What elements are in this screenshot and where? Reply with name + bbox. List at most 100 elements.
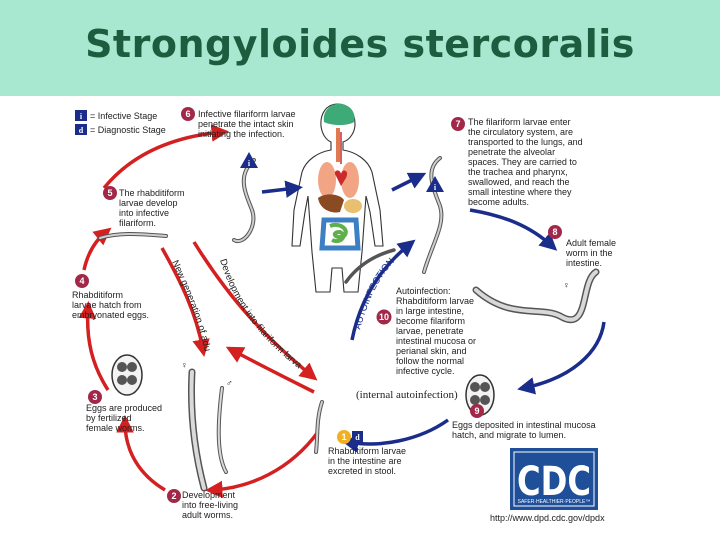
egg-cluster-9 — [465, 374, 495, 416]
legend: i = Infective Stage d = Diagnostic Stage — [75, 110, 166, 135]
infective-stage-icon-7 — [426, 176, 444, 192]
step-badge-8-icon — [548, 225, 562, 239]
step-badges: 6 7 5 8 4 10 3 9 1 d 2 — [75, 107, 562, 503]
arrow-8-to-9 — [517, 321, 606, 395]
cdc-logo-frame — [513, 451, 595, 507]
rhabditiform-larva-10 — [344, 248, 396, 284]
small-intestine-icon — [329, 223, 348, 243]
step-4-text: Rhabditiform larvae hatch from embryonat… — [72, 290, 149, 320]
dpdx-url-link[interactable]: http://www.dpd.cdc.gov/dpdx — [490, 513, 605, 523]
arrow-new-generation — [160, 247, 210, 357]
egg-cell-3b — [127, 362, 137, 372]
worms — [98, 156, 600, 492]
infective-stage-mark-7: i — [434, 183, 437, 192]
slide-title: Strongyloides stercoralis — [85, 22, 635, 66]
free-living-female-worm-inner — [189, 370, 206, 490]
step-badge-9: 9 — [474, 406, 479, 416]
arrow-7-to-8 — [469, 208, 558, 251]
arrow-body-to-7 — [391, 172, 427, 192]
step-badge-2: 2 — [171, 491, 176, 501]
liver-icon — [318, 194, 344, 213]
step-badge-7: 7 — [455, 119, 460, 129]
diagnostic-stage-legend: = Diagnostic Stage — [90, 125, 166, 135]
infective-stage-markers: i i — [240, 152, 444, 192]
free-living-male-worm-inner — [217, 387, 227, 473]
step-badge-5-icon — [103, 186, 117, 200]
cdc-logo-text: CDC — [517, 459, 591, 505]
parasitic-cycle-arrows — [261, 172, 606, 453]
arrow-9-to-1 — [341, 418, 450, 453]
step-6-text: Infective filariform larvae penetrate th… — [198, 109, 298, 139]
egg-cell-9a — [470, 382, 480, 392]
infective-stage-symbol-icon — [75, 110, 87, 121]
step-badge-7-icon — [451, 117, 465, 131]
arrow-development-filariform — [192, 241, 318, 381]
large-intestine-icon — [319, 217, 361, 251]
egg-cell-3a — [117, 362, 127, 372]
egg-cluster-3 — [111, 354, 143, 396]
infective-stage-mark-6: i — [248, 159, 251, 168]
step-badge-2-icon — [167, 489, 181, 503]
step-badge-3-icon — [88, 390, 102, 404]
egg-cell-3d — [127, 375, 137, 385]
internal-autoinfection-annotation: (internal autoinfection) — [356, 389, 458, 401]
step-badge-10: 10 — [379, 312, 389, 322]
step-badge-9-icon — [470, 404, 484, 418]
step-5-text: The rhabditiform larvae develop into inf… — [119, 188, 187, 228]
diagnostic-stage-symbol: d — [79, 126, 84, 135]
egg-cell-9b — [480, 382, 490, 392]
arrow-2-to-3 — [116, 415, 166, 492]
male-symbol: ♂ — [226, 378, 233, 388]
step-badge-6: 6 — [185, 109, 190, 119]
title-bar: Strongyloides stercoralis — [0, 0, 720, 96]
human-figure — [291, 103, 384, 293]
infective-stage-icon-6 — [240, 152, 258, 168]
filariform-larva-6-inner — [233, 159, 255, 243]
arrow-4-to-5 — [82, 227, 112, 271]
rhabditiform-larva-5-inner — [99, 233, 167, 239]
egg-shell-3 — [111, 354, 143, 396]
free-living-cycle-arrows — [78, 124, 320, 499]
egg-cell-3c — [117, 375, 127, 385]
step-badge-8: 8 — [552, 227, 557, 237]
arrow-6-to-body — [261, 180, 303, 198]
arrow-1-to-2 — [205, 430, 320, 499]
step-9-text: Eggs deposited in intestinal mucosa hatc… — [452, 420, 598, 440]
arrow-autoinfection — [350, 239, 416, 341]
step-badge-10-icon — [376, 309, 392, 325]
female-symbol: ♀ — [181, 360, 188, 370]
infective-stage-symbol: i — [80, 112, 83, 121]
cdc-logo-background — [510, 448, 598, 510]
step-badge-6-icon — [181, 107, 195, 121]
brain-icon — [323, 103, 355, 125]
left-lung-icon — [318, 162, 336, 198]
arrow-5-to-6 — [102, 124, 229, 190]
diagnostic-stage-mark-1: d — [355, 433, 360, 442]
step-7-text: The filariform larvae enter the circulat… — [468, 117, 585, 207]
cdc-logo: CDC SAFER·HEALTHIER·PEOPLE™ — [510, 448, 598, 510]
step-badge-1: 1 — [341, 432, 346, 442]
step-badge-5: 5 — [107, 188, 112, 198]
egg-cell-9c — [470, 395, 480, 405]
step-badge-4: 4 — [79, 276, 84, 286]
life-cycle-diagram: i = Infective Stage d = Diagnostic Stage — [0, 96, 619, 523]
step-3-text: Eggs are produced by fertilized female w… — [86, 403, 165, 433]
trachea-icon — [336, 128, 340, 162]
infective-stage-legend: = Infective Stage — [90, 111, 157, 121]
diagnostic-stage-symbol-icon — [75, 124, 87, 135]
step-8-text: Adult female worm in the intestine. — [565, 238, 619, 268]
step-badge-4-icon — [75, 274, 89, 288]
rhabditiform-larva-1-inner — [315, 401, 323, 453]
female-symbol-8: ♀ — [563, 280, 570, 290]
adult-female-worm-8-inner — [474, 270, 598, 322]
stomach-icon — [344, 199, 362, 213]
cdc-logo-tagline: SAFER·HEALTHIER·PEOPLE™ — [518, 499, 591, 505]
step-badge-3: 3 — [92, 392, 97, 402]
diagnostic-stage-icon-1 — [352, 431, 363, 442]
arrow-3-to-4 — [78, 301, 110, 391]
heart-icon — [334, 170, 348, 186]
arrow-1-autoinfection-loop — [225, 346, 315, 394]
filariform-larva-7-inner — [423, 157, 443, 273]
step-badge-1-icon — [337, 430, 351, 444]
step-10-text: Autoinfection: Rhabditiform larvae in la… — [396, 286, 479, 376]
